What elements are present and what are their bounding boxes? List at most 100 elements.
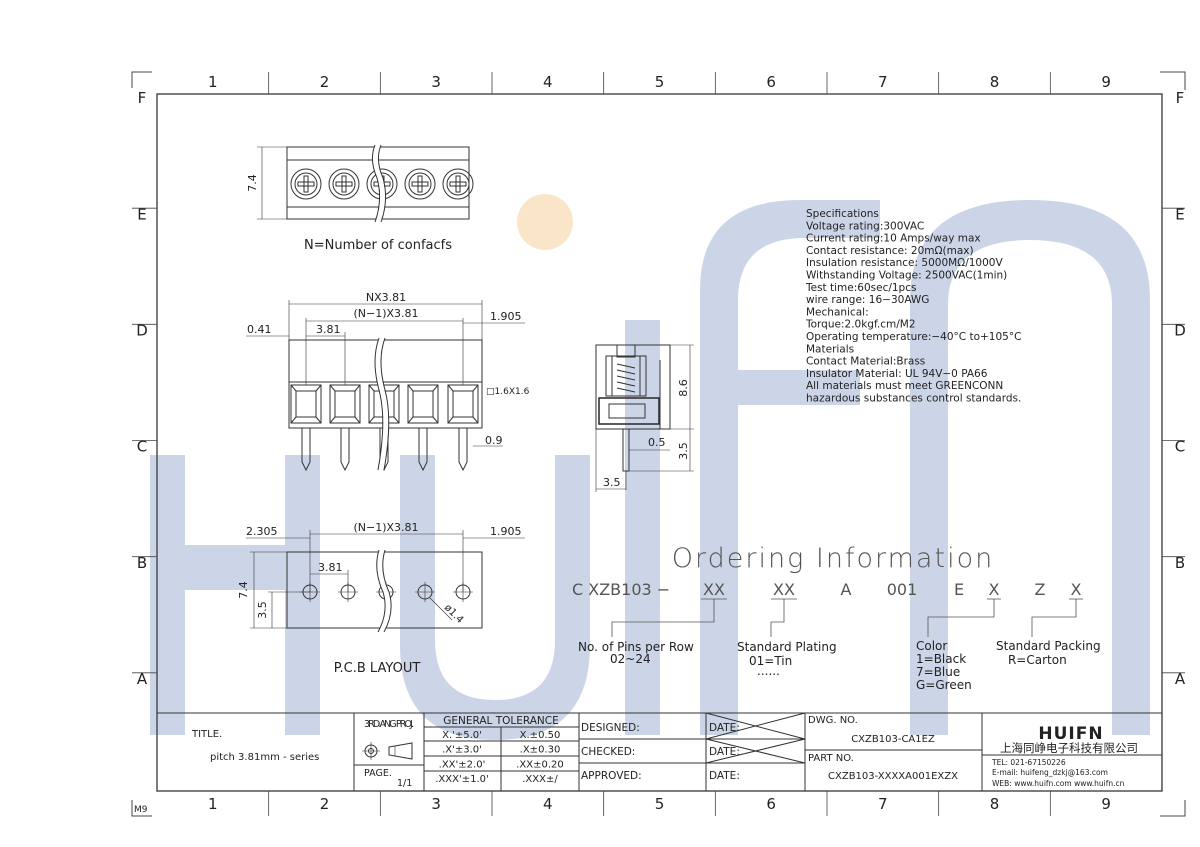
screw-head-1 <box>290 168 322 200</box>
row-label-left-D: D <box>136 321 148 339</box>
col-label-top-2: 2 <box>320 73 330 91</box>
code-color: X <box>989 580 1000 599</box>
ordering-code: C XZB103 − XX XX A 001 E X Z X <box>572 580 1082 599</box>
company-email: E-mail: huifeng_dzkj@163.com <box>992 768 1108 777</box>
row-label-left-E: E <box>137 205 146 223</box>
screw-head-4 <box>404 168 436 200</box>
spec-line-4: Contact resistance: 20mΩ(max) <box>806 245 974 257</box>
pcb-dim-hole: ø1.4 <box>442 602 465 625</box>
col-label-top-6: 6 <box>766 73 776 91</box>
watermark-letters <box>150 200 1150 740</box>
projection-label: 3RD.ANG PROJ. <box>364 719 414 730</box>
row-label-left-C: C <box>137 438 147 456</box>
screw-head-5 <box>442 168 474 200</box>
tolerance-table: X.'±5.0' X.±0.50 .X'±3.0' .X±0.30 .XX'±2.0'.… <box>435 730 564 785</box>
company-tel: TEL: 021-67150226 <box>991 758 1066 767</box>
checked-label: CHECKED: <box>581 746 635 758</box>
front-dim-right: 1.905 <box>490 310 522 323</box>
page-value: 1/1 <box>397 778 412 789</box>
spec-line-1: Specifications <box>806 208 879 220</box>
side-dim-offset: 3.5 <box>603 476 621 489</box>
code-z: Z <box>1035 580 1046 599</box>
pins-label: No. of Pins per Row <box>578 640 694 654</box>
pin-4 <box>418 428 428 472</box>
tolerance-angle-3: .XX'±2.0' <box>439 759 486 770</box>
pins-range: 02~24 <box>610 652 651 666</box>
row-label-right-B: B <box>1175 554 1185 572</box>
tolerance-header: GENERAL TOLERANCE <box>443 715 559 727</box>
code-prefix: C XZB103 − <box>572 580 670 599</box>
screw-head-2 <box>328 168 360 200</box>
row-labels-left: F E D C B A <box>136 89 148 688</box>
side-dim-pin-length: 3.5 <box>677 442 690 460</box>
code-a: A <box>841 580 852 599</box>
plating-label: Standard Plating <box>737 640 837 654</box>
part-label: PART NO. <box>808 753 854 764</box>
code-pins: XX <box>703 580 725 599</box>
col-label-bottom-9: 9 <box>1101 795 1111 813</box>
pin-1 <box>301 428 311 472</box>
spec-line-3: Current rating:10 Amps/way max <box>806 233 981 245</box>
terminal-window-1 <box>290 384 322 424</box>
color-value-black: 1=Black <box>916 652 966 666</box>
company-web: WEB: www.huifn.com www.huifn.cn <box>992 779 1125 788</box>
row-label-right-F: F <box>1176 89 1185 107</box>
color-value-green: G=Green <box>916 678 972 692</box>
pcb-dim-right: 1.905 <box>490 525 522 538</box>
spec-line-10: Torque:2.0kgf.cm/M2 <box>805 319 916 331</box>
front-dim-pin: 0.9 <box>485 434 503 447</box>
tolerance-angle-1: X.'±5.0' <box>442 730 482 741</box>
corner-mark: M9 <box>134 805 148 815</box>
top-view-caption: N=Number of confacfs <box>304 238 452 253</box>
row-label-right-A: A <box>1175 670 1186 688</box>
tolerance-linear-3: .XX±0.20 <box>516 759 564 770</box>
col-label-bottom-3: 3 <box>431 795 441 813</box>
tolerance-linear-1: X.±0.50 <box>520 730 561 741</box>
part-value: CXZB103-XXXXA001EXZX <box>828 771 958 782</box>
tolerance-angle-2: .X'±3.0' <box>442 745 482 756</box>
color-value-blue: 7=Blue <box>916 665 960 679</box>
date-label-designed: DATE: <box>709 722 740 734</box>
spec-line-14: Insulator Material: UL 94V−0 PA66 <box>806 368 988 380</box>
approved-label: APPROVED: <box>581 770 642 782</box>
color-label: Color <box>916 639 947 653</box>
row-label-right-C: C <box>1175 438 1185 456</box>
tolerance-angle-4: .XXX'±1.0' <box>435 774 489 785</box>
pcb-hole-4 <box>415 582 435 602</box>
dwg-label: DWG. NO. <box>808 715 858 726</box>
dwg-value: CXZB103-CA1EZ <box>851 734 935 745</box>
pcb-caption: P.C.B LAYOUT <box>334 661 421 676</box>
title-value: pitch 3.81mm - series <box>210 752 319 763</box>
terminal-window-5 <box>447 384 479 424</box>
row-label-left-A: A <box>137 670 148 688</box>
col-label-top-3: 3 <box>431 73 441 91</box>
plating-value: 01=Tin <box>749 654 792 668</box>
watermark-dot <box>517 194 573 250</box>
col-label-bottom-8: 8 <box>990 795 1000 813</box>
side-dim-height: 8.6 <box>677 379 690 397</box>
spec-line-7: Test time:60sec/1pcs <box>805 282 916 294</box>
pcb-dim-pitch-n1: (N−1)X3.81 <box>353 521 418 534</box>
tolerance-linear-2: .X±0.30 <box>520 745 561 756</box>
col-label-top-9: 9 <box>1101 73 1111 91</box>
front-dim-pitch-n1: (N−1)X3.81 <box>353 307 418 320</box>
pin-5 <box>458 428 468 472</box>
row-label-left-F: F <box>138 89 147 107</box>
spec-line-16: hazardous substances control standards. <box>806 393 1021 405</box>
designed-label: DESIGNED: <box>581 722 640 734</box>
col-label-bottom-6: 6 <box>766 795 776 813</box>
pcb-layout <box>246 530 525 634</box>
terminal-window-4 <box>407 384 439 424</box>
page-label: PAGE. <box>364 768 392 779</box>
top-view <box>257 144 474 223</box>
front-view <box>246 300 525 472</box>
pcb-dim-row: 3.5 <box>256 601 269 619</box>
tolerance-linear-4: .XXX±/ <box>522 774 558 785</box>
col-label-bottom-2: 2 <box>320 795 330 813</box>
row-label-left-B: B <box>137 554 147 572</box>
title-label: TITLE. <box>191 729 222 740</box>
